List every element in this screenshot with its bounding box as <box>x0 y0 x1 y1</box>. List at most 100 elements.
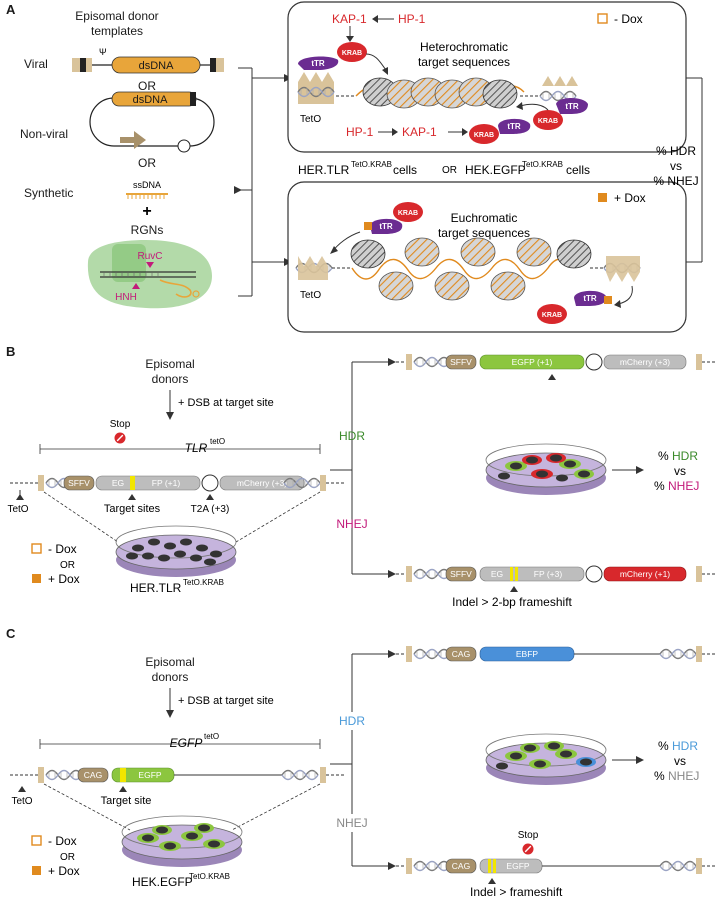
ssdna-label: ssDNA <box>133 180 161 190</box>
c-stop-icon <box>522 843 534 855</box>
vs-a: vs <box>670 159 682 173</box>
panel-a-label: A <box>6 2 16 17</box>
svg-text:EGFP: EGFP <box>506 861 529 871</box>
b-vs: vs <box>674 464 686 478</box>
c-or: OR <box>60 852 75 863</box>
panel-a-right-bracket <box>686 77 703 263</box>
svg-text:mCherry (+1): mCherry (+1) <box>620 569 670 579</box>
panel-a-bracket <box>236 67 284 297</box>
b-tlr-label: TLR <box>185 441 208 455</box>
rgns-label: RGNs <box>131 223 164 237</box>
euchromatic-label-2: target sequences <box>438 226 530 240</box>
dsdna-label-1: dsDNA <box>139 60 175 72</box>
svg-text:tTR: tTR <box>311 59 325 68</box>
c-branch-lines <box>330 653 390 867</box>
b-minus-dox-icon <box>31 543 42 554</box>
c-cells-sup: TetO.KRAB <box>189 872 230 881</box>
panel-c-label: C <box>6 626 16 641</box>
or-2: OR <box>138 156 156 170</box>
c-nhej-construct: CAG EGFP <box>396 858 716 884</box>
svg-text:EBFP: EBFP <box>516 649 539 659</box>
c-cell-dish <box>121 815 243 868</box>
heterochromatin-nucleosomes <box>336 76 578 109</box>
hp1-bottom: HP-1 <box>346 125 374 139</box>
cell-line-caption: HER.TLR TetO.KRAB cells OR HEK.EGFP TetO… <box>298 160 590 177</box>
svg-text:cells: cells <box>566 163 590 177</box>
svg-text:mCherry (+3): mCherry (+3) <box>237 478 287 488</box>
plasmid-donor: dsDNA <box>89 91 215 153</box>
b-tlr-sup: tetO <box>210 437 225 446</box>
b-donors-2: donors <box>152 372 189 386</box>
b-nhej-construct: SFFV EG FP (+3) mCherry (+1) <box>396 565 716 592</box>
b-cell-dish <box>115 525 237 578</box>
b-stop-label: Stop <box>110 419 131 430</box>
minus-dox-icon <box>597 13 608 24</box>
teto-label-bottom: TetO <box>300 290 321 301</box>
svg-text:FP (+1): FP (+1) <box>152 478 181 488</box>
ttr-krab-eu-bottom: tTR KRAB <box>537 290 612 324</box>
svg-text:mCherry (+3): mCherry (+3) <box>620 357 670 367</box>
svg-text:SFFV: SFFV <box>450 357 472 367</box>
c-plus-dox-icon <box>32 866 41 875</box>
euchromatic-label-1: Euchromatic <box>451 211 518 225</box>
c-donors-1: Episomal <box>145 655 194 669</box>
c-egfp-construct: CAG EGFP <box>10 767 346 783</box>
svg-text:CAG: CAG <box>452 861 470 871</box>
svg-text:EG: EG <box>491 569 503 579</box>
c-pct-hdr: HDR <box>672 739 698 753</box>
b-hdr-label: HDR <box>339 429 365 443</box>
b-dsb-label: + DSB at target site <box>178 397 274 409</box>
svg-text:cells: cells <box>393 163 417 177</box>
b-tlr-construct: SFFV EG FP (+1) mCherry (+3) <box>10 474 346 492</box>
ttr-protein-mid: tTR <box>498 118 531 134</box>
svg-text:HER.TLR: HER.TLR <box>298 163 350 177</box>
hnh-label: HNH <box>115 292 137 303</box>
b-target-sites: Target sites <box>104 503 161 515</box>
b-cells-label: HER.TLR <box>130 581 182 595</box>
krab-protein-top: KRAB <box>337 42 367 62</box>
svg-text:tTR: tTR <box>379 222 393 231</box>
b-pct-hdr: HDR <box>672 449 698 463</box>
nonviral-label: Non-viral <box>20 127 68 141</box>
b-plus-dox: + Dox <box>48 572 80 586</box>
svg-text:KRAB: KRAB <box>474 132 494 139</box>
kap1-top: KAP-1 <box>332 12 367 26</box>
pct-nhej-a: % NHEJ <box>653 174 698 188</box>
c-hdr-label: HDR <box>339 714 365 728</box>
b-indel-label: Indel > 2-bp frameshift <box>452 595 572 609</box>
b-t2a-label: T2A (+3) <box>191 504 230 515</box>
c-vs: vs <box>674 754 686 768</box>
euchromatin-nucleosomes <box>332 237 641 301</box>
c-pct-2: % <box>654 769 665 783</box>
c-target-site: Target site <box>101 795 152 807</box>
c-pct-1: % <box>658 739 669 753</box>
b-result-dish <box>485 443 607 496</box>
svg-text:CAG: CAG <box>84 770 102 780</box>
viral-label: Viral <box>24 57 48 71</box>
teto-sites-bottom <box>295 256 333 280</box>
krab-protein-mid: KRAB <box>469 124 499 144</box>
svg-text:KRAB: KRAB <box>398 210 418 217</box>
b-hdr-construct: SFFV EGFP (+1) mCherry (+3) <box>396 353 716 380</box>
c-egfp-sup: tetO <box>204 732 219 741</box>
ssdna-strand <box>126 193 168 199</box>
c-pct-nhej: NHEJ <box>668 769 699 783</box>
b-pct-1: % <box>658 449 669 463</box>
b-or: OR <box>60 560 75 571</box>
b-teto-label: TetO <box>7 504 28 515</box>
heterochromatic-label-1: Heterochromatic <box>420 40 508 54</box>
c-dsb-label: + DSB at target site <box>178 695 274 707</box>
svg-text:OR: OR <box>442 165 457 176</box>
b-pct-nhej: NHEJ <box>668 479 699 493</box>
c-plus-dox: + Dox <box>48 864 80 878</box>
svg-text:KRAB: KRAB <box>342 50 362 57</box>
svg-text:KRAB: KRAB <box>538 118 558 125</box>
or-1: OR <box>138 79 156 93</box>
b-plus-dox-icon <box>32 574 41 583</box>
heterochromatic-label-2: target sequences <box>418 55 510 69</box>
svg-text:SFFV: SFFV <box>450 569 472 579</box>
hp1-top: HP-1 <box>398 12 426 26</box>
cas9-illustration: RuvC HNH <box>87 240 212 309</box>
c-nhej-label: NHEJ <box>336 816 367 830</box>
c-minus-dox: - Dox <box>48 834 77 848</box>
